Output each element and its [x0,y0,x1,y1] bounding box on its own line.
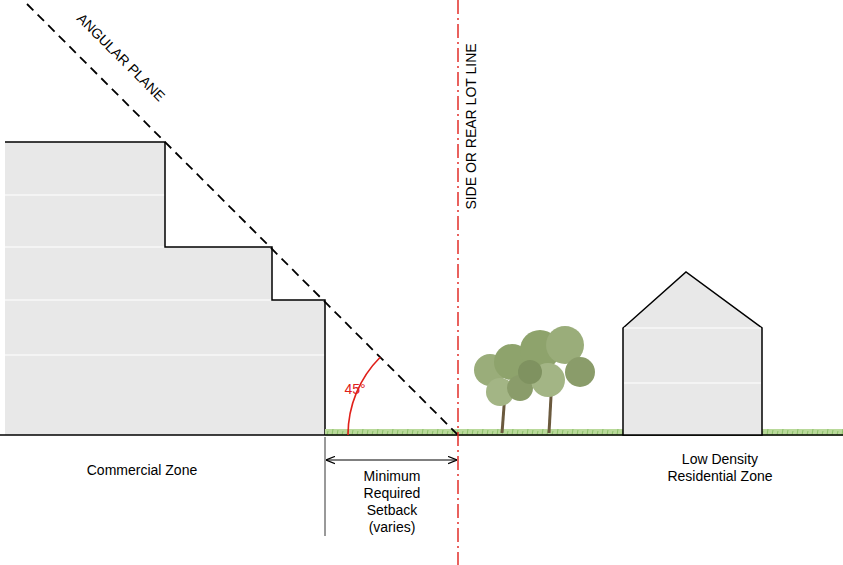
setback-label: Minimum Required Setback (varies) [350,466,434,538]
house-floor-line [624,382,761,383]
lot-line [457,0,458,565]
trees [474,326,595,433]
residential-house [623,272,762,435]
grass-blades [327,429,843,435]
angular-plane [27,4,458,435]
angle-label: 45° [344,381,365,398]
dimension-extension [325,437,326,536]
zone-label: Commercial Zone [87,462,197,479]
building-outline [5,142,325,435]
house-eave-line [624,327,761,328]
dimension-arrow [326,460,457,461]
lot-line-label: SIDE OR REAR LOT LINE [462,43,479,209]
plane-label: ANGULAR PLANE [73,9,168,104]
commercial-building [5,142,325,435]
zone-label: Low Density Residential Zone [665,451,775,485]
